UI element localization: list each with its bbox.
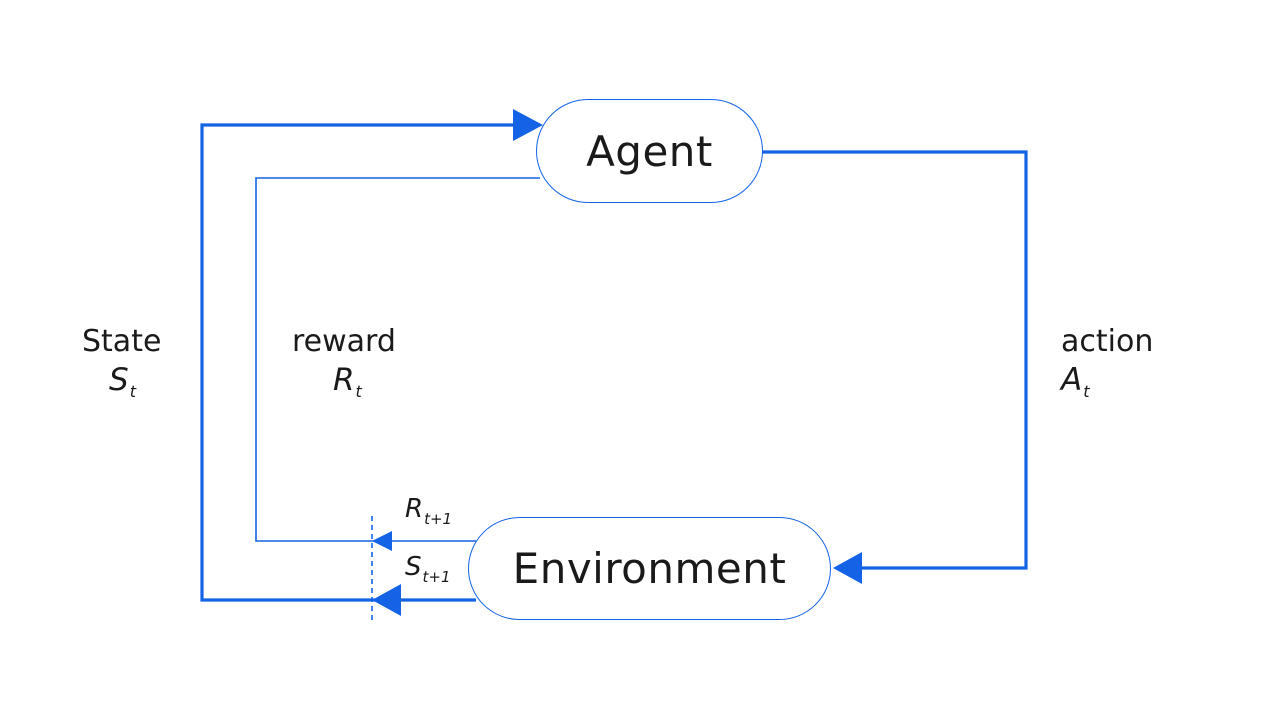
agent-node: Agent [536, 99, 763, 203]
action-label: action [1061, 324, 1154, 359]
reward-symbol: Rt [333, 362, 362, 401]
action-symbol: At [1061, 362, 1090, 401]
state-symbol: St [109, 362, 136, 401]
action-line [762, 150, 1028, 570]
state-next-arrowhead [372, 584, 401, 616]
reward-feedback-line [255, 177, 540, 542]
state-arrowhead [513, 109, 543, 141]
agent-label: Agent [586, 126, 713, 176]
reward-label: reward [292, 324, 396, 359]
reward-next-arrowhead [372, 531, 392, 551]
reward-next-symbol: Rt+1 [405, 494, 453, 528]
environment-node: Environment [468, 517, 831, 620]
state-next-symbol: St+1 [405, 552, 451, 586]
state-label: State [82, 324, 162, 359]
action-arrowhead [833, 552, 862, 584]
environment-label: Environment [512, 544, 787, 593]
state-feedback-line [200, 123, 520, 602]
